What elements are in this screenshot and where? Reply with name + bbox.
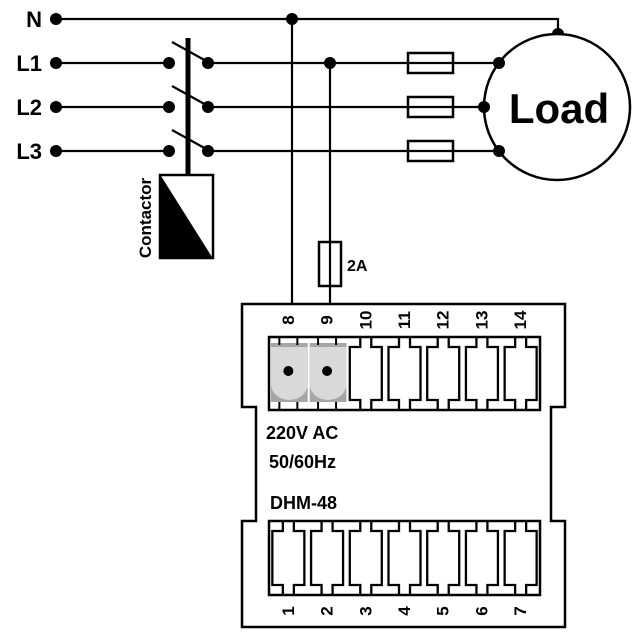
top-terminal-label: 9 [318, 315, 337, 324]
top-terminal-8[interactable] [271, 337, 308, 410]
top-terminal-block [267, 335, 542, 412]
bottom-terminal-7[interactable] [503, 521, 538, 595]
top-terminal-12[interactable] [426, 337, 461, 410]
contactor-coil [158, 173, 215, 260]
contactor-label: Contactor [136, 177, 155, 258]
line-label-n: N [26, 7, 42, 32]
device-supply-wires: 2A [290, 19, 368, 304]
load-fuses [406, 51, 455, 163]
supply-fuse-label: 2A [347, 258, 368, 275]
line-label-l1: L1 [16, 51, 42, 76]
top-terminal-label: 11 [395, 311, 414, 329]
screw-icon [322, 366, 333, 376]
contactor: Contactor [136, 38, 215, 260]
top-terminal-9[interactable] [309, 337, 347, 410]
device-voltage: 220V AC [266, 423, 338, 443]
bottom-terminal-3[interactable] [348, 521, 383, 595]
top-terminal-14[interactable] [503, 337, 538, 410]
bottom-terminal-label: 5 [434, 606, 453, 615]
load: Load [478, 32, 632, 182]
bottom-terminal-label: 3 [356, 606, 375, 615]
screw-icon [283, 366, 294, 376]
neutral-wire [50, 13, 564, 40]
device-model: DHM-48 [270, 493, 337, 513]
bottom-terminal-1[interactable] [271, 521, 306, 595]
bottom-terminal-block [267, 519, 542, 597]
phase-wires-input [50, 57, 175, 157]
top-terminal-label: 8 [279, 315, 298, 324]
bottom-terminal-6[interactable] [464, 521, 500, 595]
top-terminal-label: 12 [434, 311, 453, 330]
line-label-l3: L3 [16, 139, 42, 164]
bottom-terminal-5[interactable] [426, 521, 461, 595]
top-terminal-10[interactable] [348, 337, 383, 410]
device-frequency: 50/60Hz [269, 452, 336, 472]
bottom-terminal-label: 1 [279, 606, 298, 615]
bottom-terminal-label: 6 [472, 606, 491, 615]
bottom-terminal-label: 7 [511, 606, 530, 615]
bottom-terminal-label: 4 [395, 606, 414, 616]
top-terminal-label: 10 [356, 311, 375, 330]
bottom-terminal-label: 2 [318, 606, 337, 615]
phase-wires-output [208, 57, 499, 153]
top-terminal-11[interactable] [387, 337, 422, 410]
load-label: Load [509, 85, 609, 132]
bottom-terminal-4[interactable] [387, 521, 422, 595]
top-terminal-13[interactable] [464, 337, 500, 410]
top-terminal-label: 13 [472, 311, 491, 330]
bottom-terminal-labels: 1 2 3 4 5 6 7 [279, 606, 530, 616]
top-terminal-label: 14 [511, 310, 530, 329]
top-terminal-labels: 8 9 10 11 12 13 14 [279, 310, 530, 329]
bottom-terminal-2[interactable] [309, 521, 345, 595]
line-label-l2: L2 [16, 95, 42, 120]
